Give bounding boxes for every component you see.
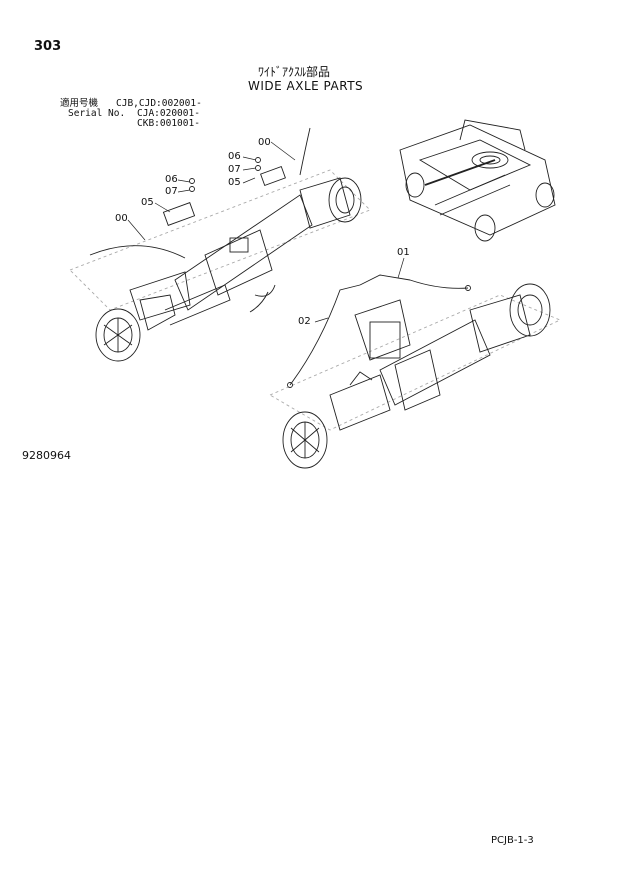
reference-number: 9280964 bbox=[22, 449, 71, 462]
callout-01: 01 bbox=[397, 247, 410, 258]
callout-06-lower: 06 bbox=[165, 174, 178, 185]
rear-axle-assembly bbox=[269, 274, 562, 469]
callout-02: 02 bbox=[298, 316, 311, 327]
machine-overview-sketch bbox=[399, 119, 556, 242]
serial-range-3: CKB:001001- bbox=[137, 118, 200, 129]
callout-06-upper: 06 bbox=[228, 151, 241, 162]
footer-code: PCJB-1-3 bbox=[491, 835, 534, 846]
callout-00-left: 00 bbox=[115, 213, 128, 224]
page-number: 303 bbox=[34, 39, 62, 54]
callout-07-lower: 07 bbox=[165, 186, 178, 197]
title-english: WIDE AXLE PARTS bbox=[248, 79, 364, 93]
callout-05-upper: 05 bbox=[228, 177, 241, 188]
callout-07-upper: 07 bbox=[228, 164, 241, 175]
callout-00-top: 00 bbox=[258, 137, 271, 148]
serial-range-1: CJB,CJD:002001- bbox=[116, 98, 202, 109]
callout-05-lower: 05 bbox=[141, 197, 154, 208]
serial-range-2: CJA:020001- bbox=[137, 108, 200, 119]
serial-label-japanese: 適用号機 bbox=[60, 98, 99, 109]
serial-label-english: Serial No. bbox=[68, 108, 126, 119]
title-japanese: ﾜｲﾄﾞｱｸｽﾙ部品 bbox=[258, 65, 331, 79]
